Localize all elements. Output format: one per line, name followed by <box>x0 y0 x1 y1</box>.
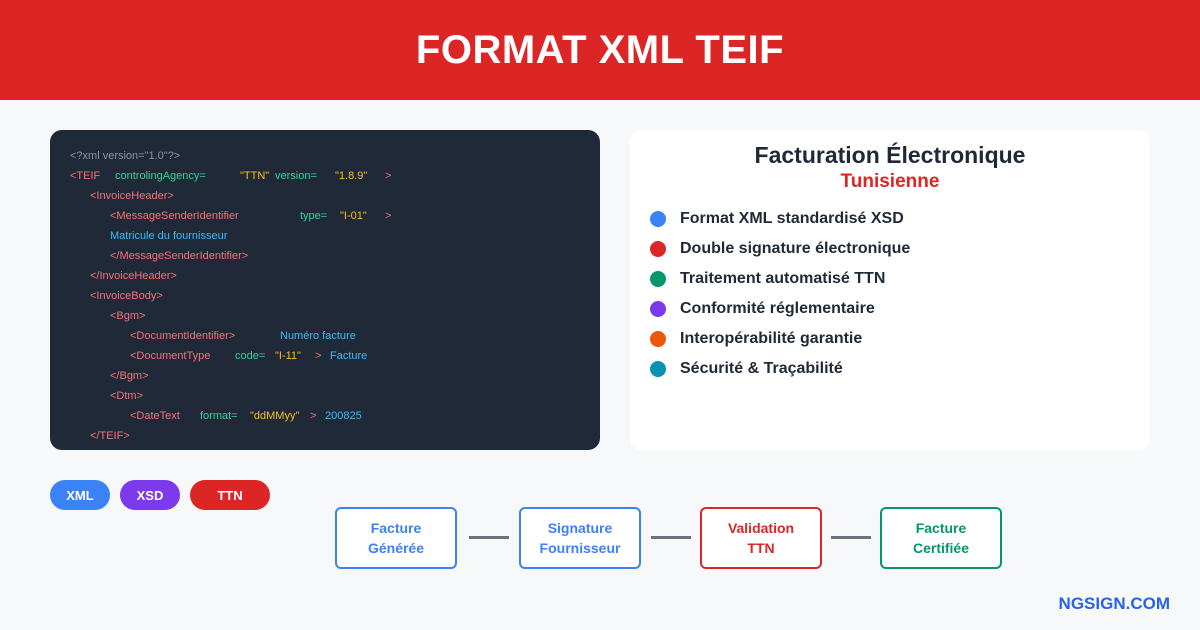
code-value: "1.8.9" <box>335 170 368 182</box>
flow-step-label: Validation TTN <box>727 520 795 556</box>
code-tag: > <box>385 170 392 182</box>
code-attribute: controlingAgency= <box>115 170 206 182</box>
code-tag: </Bgm> <box>110 370 149 382</box>
feature-label: Double signature électronique <box>680 240 911 257</box>
page-title: FORMAT XML TEIF <box>415 27 785 72</box>
code-tag: <InvoiceBody> <box>90 290 163 302</box>
code-tag: > <box>385 210 392 222</box>
code-tag: <Dtm> <box>110 390 144 402</box>
feature-label: Interopérabilité garantie <box>680 330 863 347</box>
code-text: Facture <box>330 350 368 362</box>
feature-label: Format XML standardisé XSD <box>680 210 904 227</box>
code-value: "ddMMyy" <box>250 410 300 422</box>
xml-declaration: <?xml version="1.0"?> <box>70 150 181 162</box>
code-value: "I-01" <box>340 210 367 222</box>
feature-label: Traitement automatisé TTN <box>680 270 886 287</box>
bullet-dot-icon <box>650 211 666 227</box>
code-tag: <DateText <box>130 410 180 422</box>
code-value: "I-11" <box>275 350 301 362</box>
code-text: 200825 <box>325 410 362 422</box>
code-tag: <InvoiceHeader> <box>90 190 174 202</box>
code-tag: > <box>310 410 317 422</box>
code-tag: <Bgm> <box>110 310 146 322</box>
flow-step-validation: Validation TTN <box>700 507 822 569</box>
code-attribute: version= <box>275 170 317 182</box>
feature-label: Sécurité & Traçabilité <box>680 360 843 377</box>
code-tag: <MessageSenderIdentifier <box>110 210 239 222</box>
flow-step-generated: Facture Générée <box>335 507 457 569</box>
code-attribute: format= <box>200 410 238 422</box>
info-card: Facturation Électronique Tunisienne Form… <box>630 130 1150 450</box>
code-tag: </TEIF> <box>90 430 130 442</box>
code-tag: <DocumentType <box>130 350 211 362</box>
code-attribute: code= <box>235 350 266 362</box>
flow-connector <box>831 536 871 539</box>
feature-label: Conformité réglementaire <box>680 300 875 317</box>
tag-xsd: XSD <box>120 480 180 510</box>
code-tag: > <box>315 350 322 362</box>
xml-code-panel: <?xml version="1.0"?> <TEIF controlingAg… <box>50 130 600 450</box>
flow-step-signature: Signature Fournisseur <box>519 507 641 569</box>
feature-item: Traitement automatisé TTN <box>650 268 885 290</box>
flow-step-label: Facture Générée <box>367 520 425 556</box>
bullet-dot-icon <box>650 301 666 317</box>
code-attribute: type= <box>300 210 328 222</box>
bullet-dot-icon <box>650 271 666 287</box>
tag-xml: XML <box>50 480 110 510</box>
header-banner: FORMAT XML TEIF <box>0 0 1200 100</box>
brand-logo-text: NGSIGN.COM <box>1058 594 1170 613</box>
code-text: Matricule du fournisseur <box>110 230 228 242</box>
info-subtitle: Tunisienne <box>840 171 940 192</box>
flow-step-label: Signature Fournisseur <box>539 520 621 556</box>
code-text: Numéro facture <box>280 330 356 342</box>
feature-item: Conformité réglementaire <box>650 298 875 320</box>
bullet-dot-icon <box>650 331 666 347</box>
flow-connector <box>651 536 691 539</box>
code-tag: </InvoiceHeader> <box>90 270 177 282</box>
code-tag: <TEIF <box>70 170 101 182</box>
info-title: Facturation Électronique <box>754 142 1026 168</box>
flow-connector <box>469 536 509 539</box>
flow-step-label: Facture Certifiée <box>912 520 970 556</box>
code-tag: </MessageSenderIdentifier> <box>110 250 249 262</box>
bullet-dot-icon <box>650 241 666 257</box>
flow-step-certified: Facture Certifiée <box>880 507 1002 569</box>
tag-ttn: TTN <box>190 480 270 510</box>
feature-item: Interopérabilité garantie <box>650 328 862 350</box>
code-tag: <DocumentIdentifier> <box>130 330 236 342</box>
feature-item: Sécurité & Traçabilité <box>650 358 843 380</box>
code-value: "TTN" <box>240 170 270 182</box>
feature-item: Double signature électronique <box>650 238 910 260</box>
feature-item: Format XML standardisé XSD <box>650 208 904 230</box>
bullet-dot-icon <box>650 361 666 377</box>
